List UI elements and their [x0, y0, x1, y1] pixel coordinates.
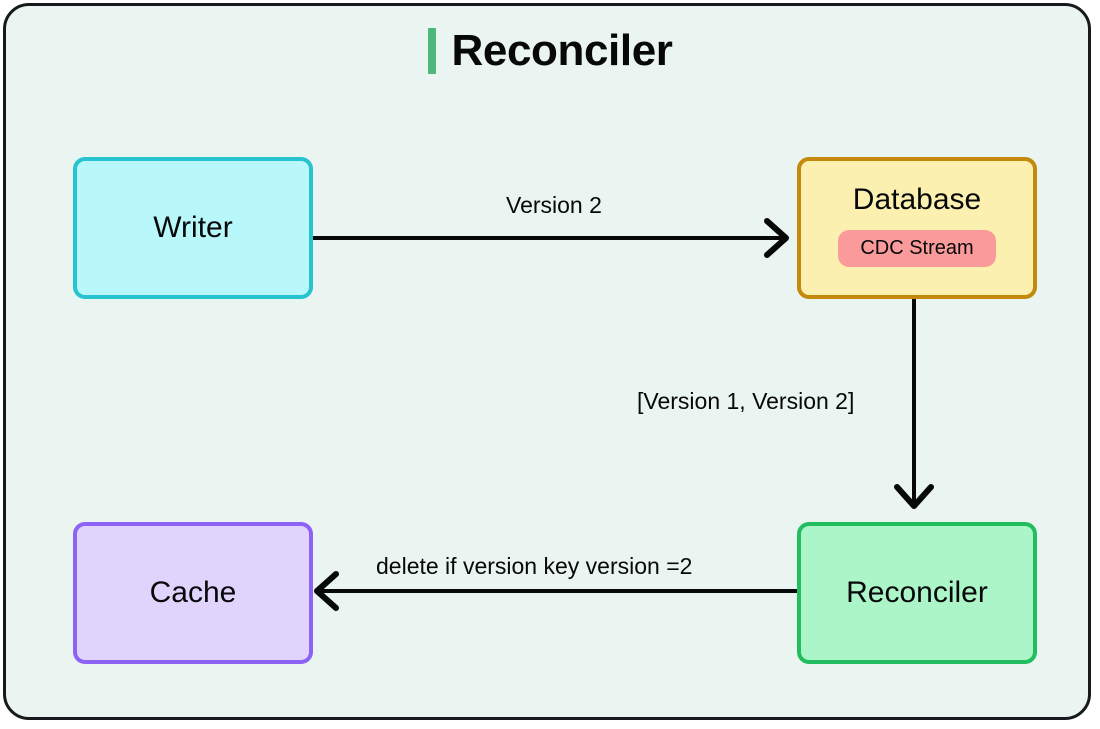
diagram-canvas: Reconciler Version 2 [Version 1, Version…	[3, 3, 1091, 720]
node-cache[interactable]: Cache	[73, 522, 313, 664]
edge-label-writer-to-database: Version 2	[500, 192, 608, 219]
node-database-label: Database	[852, 183, 982, 216]
title-accent-bar	[427, 28, 436, 74]
edge-label-reconciler-to-cache: delete if version key version =2	[370, 553, 699, 580]
diagram-title: Reconciler	[6, 28, 1094, 74]
arrowhead-left-icon	[314, 571, 339, 611]
edge-writer-to-database	[313, 218, 789, 258]
node-reconciler[interactable]: Reconciler	[797, 522, 1037, 664]
page-title: Reconciler	[451, 26, 673, 75]
node-writer-label: Writer	[153, 210, 233, 244]
arrowhead-down-icon	[894, 484, 934, 509]
arrowhead-right-icon	[764, 218, 789, 258]
edge-label-database-to-reconciler: [Version 1, Version 2]	[631, 388, 861, 415]
node-database[interactable]: Database CDC Stream	[797, 157, 1037, 299]
node-reconciler-label: Reconciler	[846, 575, 988, 609]
node-writer[interactable]: Writer	[73, 157, 313, 299]
node-cache-label: Cache	[149, 575, 237, 609]
edge-database-to-reconciler	[894, 299, 934, 509]
cdc-stream-badge[interactable]: CDC Stream	[838, 229, 996, 267]
